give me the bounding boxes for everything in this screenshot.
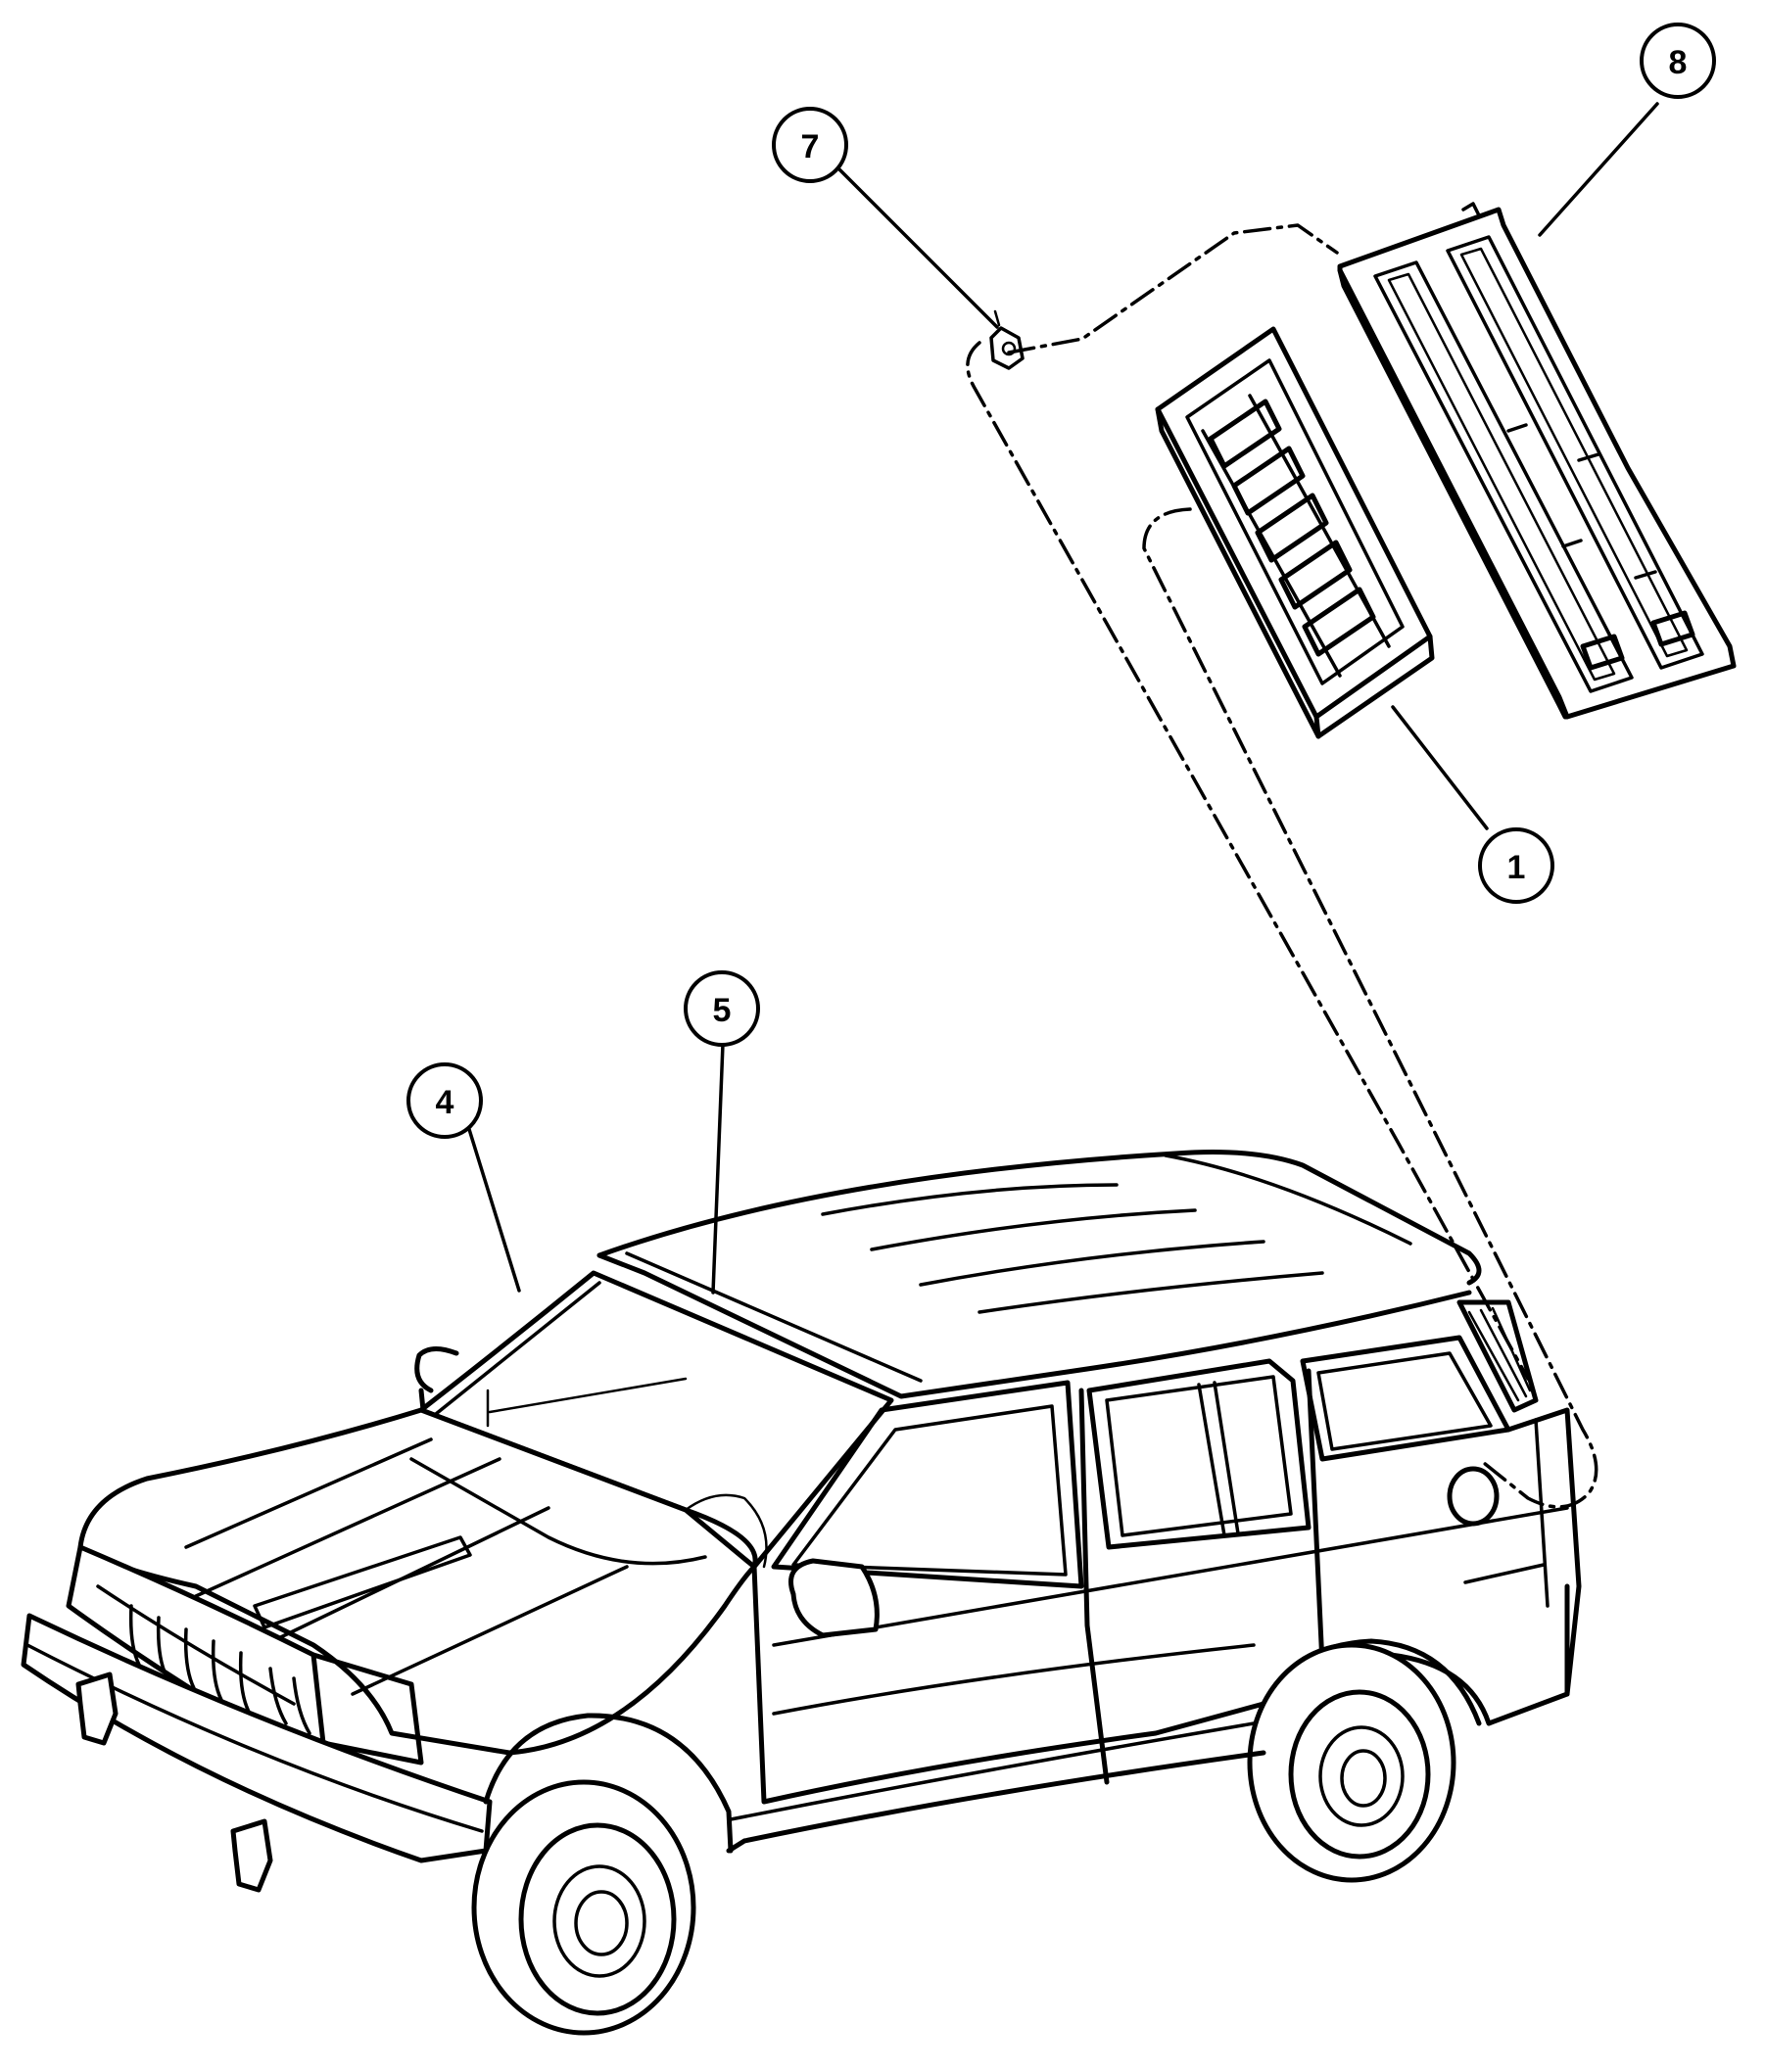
svg-text:5: 5 (713, 992, 732, 1029)
svg-text:8: 8 (1669, 44, 1688, 81)
callout-1: 1 (1478, 827, 1554, 904)
bezel-icon (1337, 202, 1737, 720)
callout-4: 4 (406, 1062, 483, 1139)
svg-text:4: 4 (436, 1084, 454, 1121)
callout-8: 8 (1640, 23, 1716, 99)
suv-icon (21, 1150, 1582, 2036)
exploded-assembly (966, 202, 1737, 1509)
callout-7: 7 (772, 107, 848, 183)
clip-icon (989, 309, 1025, 370)
leader-4 (466, 1124, 521, 1293)
leader-lines (466, 102, 1659, 1295)
leader-8 (1538, 102, 1659, 237)
svg-text:1: 1 (1507, 849, 1526, 886)
svg-text:7: 7 (801, 128, 820, 165)
callout-5: 5 (684, 970, 760, 1047)
leader-1 (1391, 705, 1489, 830)
leader-5 (711, 1042, 725, 1295)
louver-icon (1155, 326, 1435, 739)
leader-7 (833, 163, 999, 329)
mounting-envelope-line (966, 223, 1598, 1509)
